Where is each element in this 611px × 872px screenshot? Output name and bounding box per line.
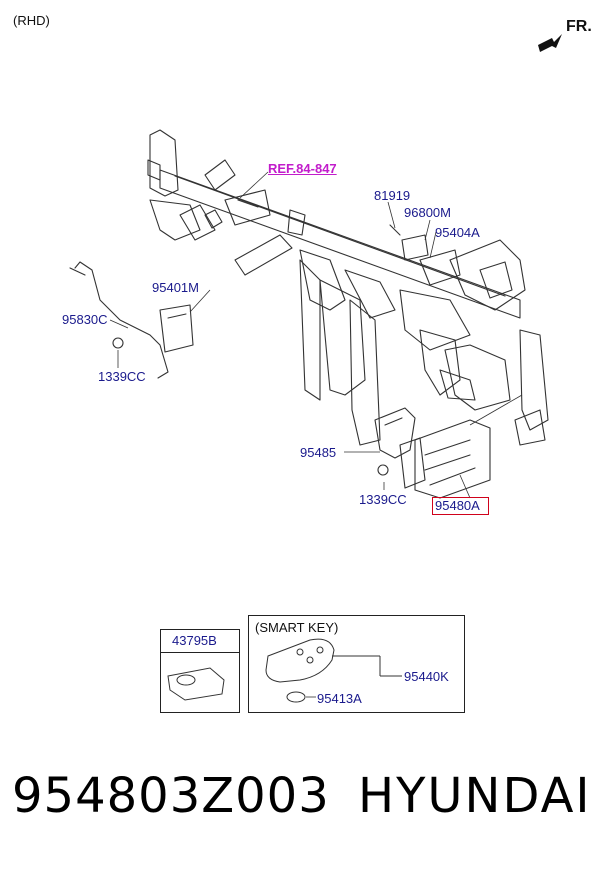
front-direction-label: FR. <box>566 18 592 35</box>
part-label-95401M: 95401M <box>152 280 199 295</box>
smart-key-title: (SMART KEY) <box>255 620 339 635</box>
footer-part-number: 954803Z003 <box>12 768 330 824</box>
part-label-95404A: 95404A <box>435 225 480 240</box>
smart-key-module <box>389 224 461 286</box>
reference-link[interactable]: REF.84-847 <box>268 161 337 176</box>
part-label-96800M: 96800M <box>404 205 451 220</box>
part-label-95480A[interactable]: 95480A <box>435 498 480 513</box>
part-label-81919: 81919 <box>374 188 411 203</box>
variant-label: (RHD) <box>13 13 50 28</box>
part-label-95440K: 95440K <box>404 669 449 684</box>
cowl-crossbar <box>147 129 549 446</box>
front-arrow-icon <box>538 34 562 52</box>
left-antenna-assembly <box>69 261 194 379</box>
part-label-95830C: 95830C <box>62 312 108 327</box>
tag-panel-divider <box>160 652 239 653</box>
tag-panel <box>160 629 240 713</box>
smart-key-fob <box>265 638 402 683</box>
tag-icon <box>167 667 225 701</box>
part-label-1339CC-lower: 1339CC <box>359 492 407 507</box>
nut-1339CC-lower <box>377 464 389 476</box>
part-label-95485: 95485 <box>300 445 337 460</box>
highlight-box <box>432 497 489 515</box>
footer-brand: HYUNDAI <box>358 768 592 824</box>
part-label-1339CC-upper: 1339CC <box>98 369 146 384</box>
smart-key-panel <box>248 615 465 713</box>
part-label-95413A: 95413A <box>317 691 362 706</box>
control-unit-95480A <box>399 419 491 499</box>
part-label-43795B: 43795B <box>172 633 217 648</box>
bracket-95485 <box>374 407 416 459</box>
coin-battery-icon <box>286 691 316 703</box>
